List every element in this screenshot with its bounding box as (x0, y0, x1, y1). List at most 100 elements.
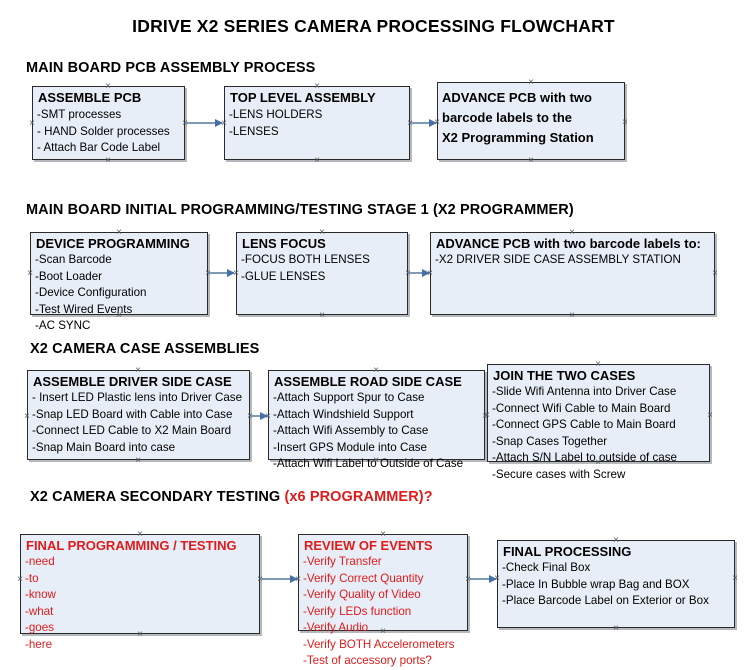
box-line: -FOCUS BOTH LENSES (241, 253, 370, 266)
connector-handle[interactable] (220, 119, 229, 128)
box-lines: - Insert LED Plastic lens into Driver Ca… (32, 390, 247, 456)
connector-handle[interactable] (711, 269, 720, 278)
connector-handle[interactable] (568, 228, 577, 237)
box-lines: -Check Final Box -Place In Bubble wrap B… (502, 560, 732, 610)
connector-handle[interactable] (372, 456, 381, 465)
connector-handle[interactable] (379, 530, 388, 539)
box-title: JOIN THE TWO CASES (493, 368, 636, 383)
connector-handle[interactable] (594, 458, 603, 467)
connector-handle[interactable] (134, 456, 143, 465)
box-line: -Verify Audio (303, 621, 369, 634)
process-box-assemble-driver-side-case[interactable]: ASSEMBLE DRIVER SIDE CASE - Insert LED P… (27, 370, 250, 460)
connector-handle[interactable] (264, 412, 273, 421)
box-line: - Attach Bar Code Label (37, 141, 161, 154)
connector-handle[interactable] (294, 575, 303, 584)
box-line: -Test Wired Events (35, 302, 133, 316)
connector-handle[interactable] (23, 412, 32, 421)
box-line: -Attach Windshield Support (273, 407, 414, 421)
process-box-top-level-assembly[interactable]: TOP LEVEL ASSEMBLY -LENS HOLDERS -LENSES (224, 86, 410, 160)
connector-handle[interactable] (527, 156, 536, 165)
box-line: -Connect GPS Cable to Main Board (492, 418, 676, 431)
box-line: -Snap LED Board with Cable into Case (32, 407, 233, 421)
connector-handle[interactable] (568, 311, 577, 320)
box-line: -LENSES (229, 124, 279, 138)
connector-handle[interactable] (313, 156, 322, 165)
box-line: -X2 DRIVER SIDE CASE ASSEMBLY STATION (435, 253, 681, 266)
connector-handle[interactable] (379, 627, 388, 636)
box-lines: -Slide Wifi Antenna into Driver Case -Co… (492, 384, 707, 483)
process-box-assemble-pcb[interactable]: ASSEMBLE PCB -SMT processes - HAND Solde… (32, 86, 185, 160)
connector-handle[interactable] (594, 360, 603, 369)
connector-handle[interactable] (136, 630, 145, 639)
section-heading-2: MAIN BOARD INITIAL PROGRAMMING/TESTING S… (26, 202, 574, 218)
section-heading-3-text: X2 CAMERA CASE ASSEMBLIES (30, 341, 260, 357)
page-title: IDRIVE X2 SERIES CAMERA PROCESSING FLOWC… (132, 16, 615, 36)
box-line: -Place In Bubble wrap Bag and BOX (502, 577, 690, 591)
process-box-lens-focus[interactable]: LENS FOCUS -FOCUS BOTH LENSES -GLUE LENS… (236, 232, 408, 315)
section-heading-4: X2 CAMERA SECONDARY TESTING (x6 PROGRAMM… (30, 489, 433, 505)
connector-handle[interactable] (318, 228, 327, 237)
connector-handle[interactable] (527, 78, 536, 87)
connector-handle[interactable] (313, 82, 322, 91)
box-line: -Verify Transfer (303, 555, 382, 568)
box-line: -need (25, 555, 55, 568)
process-box-assemble-road-side-case[interactable]: ASSEMBLE ROAD SIDE CASE -Attach Support … (268, 370, 485, 470)
process-box-join-the-two-cases[interactable]: JOIN THE TWO CASES -Slide Wifi Antenna i… (487, 364, 710, 481)
connector-handle[interactable] (26, 269, 35, 278)
box-line: -goes (25, 621, 55, 634)
connector-handle[interactable] (621, 118, 630, 127)
box-line: -Check Final Box (502, 561, 591, 574)
connector-handle[interactable] (731, 574, 740, 583)
process-box-final-programming-testing[interactable]: FINAL PROGRAMMING / TESTING -need -to -k… (20, 534, 260, 651)
process-box-review-of-events[interactable]: REVIEW OF EVENTS -Verify Transfer -Verif… (298, 534, 468, 667)
section-heading-1: MAIN BOARD PCB ASSEMBLY PROCESS (26, 60, 315, 76)
box-line: X2 Programming Station (442, 130, 594, 145)
connector-handle[interactable] (372, 366, 381, 375)
process-box-final-processing[interactable]: FINAL PROCESSING -Check Final Box -Place… (497, 540, 735, 628)
connector-handle[interactable] (433, 118, 442, 127)
connector-handle[interactable] (612, 536, 621, 545)
box-line: -Connect Wifi Cable to Main Board (492, 401, 671, 415)
connector-handle[interactable] (104, 82, 113, 91)
box-line: -Device Configuration (35, 286, 147, 299)
box-lines: ADVANCE PCB with two barcode labels to t… (442, 88, 622, 148)
box-line: -Place Barcode Label on Exterior or Box (502, 594, 709, 607)
box-line: -know (25, 588, 56, 601)
connector-handle[interactable] (318, 311, 327, 320)
connector-handle[interactable] (136, 530, 145, 539)
box-line: -LENS HOLDERS (229, 108, 323, 121)
connector-handle[interactable] (28, 119, 37, 128)
section-heading-3: X2 CAMERA CASE ASSEMBLIES (30, 341, 259, 357)
box-line: -Verify Quality of Video (303, 588, 421, 601)
box-line: -GLUE LENSES (241, 269, 326, 283)
process-box-advance-pcb-driver-side-case[interactable]: ADVANCE PCB with two barcode labels to: … (430, 232, 715, 315)
connector-handle[interactable] (134, 366, 143, 375)
box-line: -Scan Barcode (35, 253, 112, 266)
box-line: -Snap Main Board into case (32, 440, 176, 454)
box-line: barcode labels to the (442, 110, 573, 125)
box-line: - Insert LED Plastic lens into Driver Ca… (32, 391, 243, 404)
connector-handle[interactable] (612, 624, 621, 633)
box-lines: -Scan Barcode -Boot Loader -Device Confi… (35, 252, 205, 335)
box-line: -Verify BOTH Accelerometers (303, 637, 455, 651)
connector-handle[interactable] (104, 156, 113, 165)
connector-handle[interactable] (16, 575, 25, 584)
box-title: TOP LEVEL ASSEMBLY (230, 90, 376, 105)
box-title: REVIEW OF EVENTS (304, 538, 433, 553)
connector-handle[interactable] (115, 228, 124, 237)
connector-handle[interactable] (426, 269, 435, 278)
box-lines: -SMT processes - HAND Solder processes -… (37, 107, 182, 157)
box-line: -Slide Wifi Antenna into Driver Case (492, 385, 677, 398)
process-box-advance-pcb-programming-station[interactable]: ADVANCE PCB with two barcode labels to t… (437, 82, 625, 160)
section-heading-2-text: MAIN BOARD INITIAL PROGRAMMING/TESTING S… (26, 202, 574, 218)
box-line: -Attach Wifi Label to Outside of Case (273, 457, 464, 470)
box-title: DEVICE PROGRAMMING (36, 236, 190, 251)
connector-handle[interactable] (493, 574, 502, 583)
box-line: -here (25, 637, 53, 651)
connector-handle[interactable] (483, 411, 492, 420)
connector-handle[interactable] (115, 311, 124, 320)
connector-handle[interactable] (232, 269, 241, 278)
box-title: ASSEMBLE PCB (38, 90, 142, 105)
connector-handle[interactable] (706, 411, 715, 420)
process-box-device-programming[interactable]: DEVICE PROGRAMMING -Scan Barcode -Boot L… (30, 232, 208, 332)
